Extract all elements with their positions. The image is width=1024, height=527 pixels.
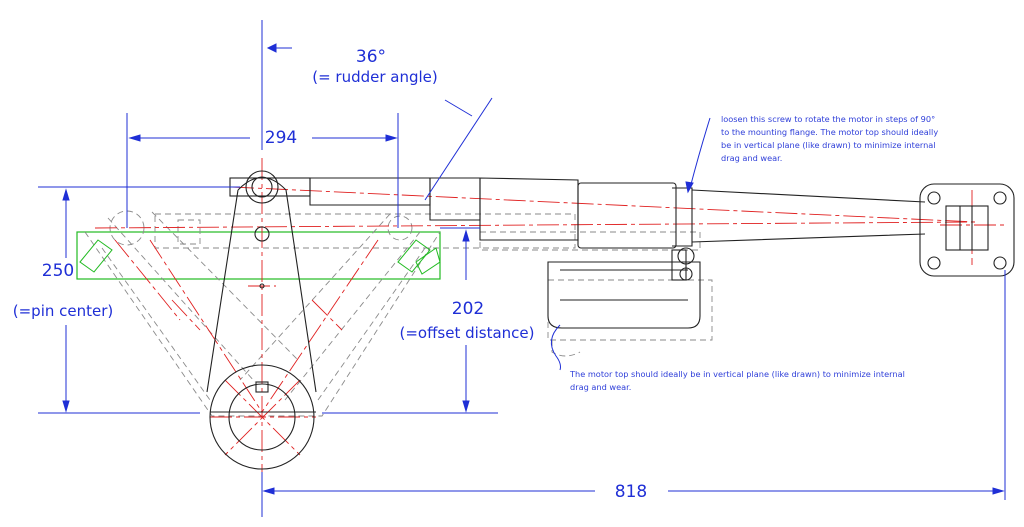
total-length-value: 818 <box>615 482 647 502</box>
centerlines <box>94 158 1005 472</box>
pin-note: (=pin center) <box>13 302 114 320</box>
bracket-clamps <box>79 239 441 275</box>
phantom-positions <box>84 210 713 417</box>
tiller-span-value: 294 <box>265 128 297 148</box>
angle-note: (= rudder angle) <box>312 68 438 86</box>
motor-note-line: The motor top should ideally be in verti… <box>569 369 905 379</box>
screw-note-line: drag and wear. <box>721 153 782 163</box>
linear-actuator <box>229 177 1015 329</box>
screw-note: loosen this screw to rotate the motor in… <box>721 114 938 163</box>
screw-note-line: loosen this screw to rotate the motor in… <box>721 114 935 124</box>
pin-height-value: 250 <box>42 261 74 281</box>
motor-note-line: drag and wear. <box>570 382 631 392</box>
screw-note-line: to the mounting flange. The motor top sh… <box>721 127 938 137</box>
tiller-arm <box>206 170 317 470</box>
offset-value: 202 <box>452 299 484 319</box>
dimension-lines <box>38 20 1006 517</box>
offset-note: (=offset distance) <box>399 324 534 342</box>
mounting-bracket <box>76 231 441 280</box>
motor-note: The motor top should ideally be in verti… <box>569 369 905 392</box>
angle-value: 36° <box>356 47 386 67</box>
screw-note-line: be in vertical plane (like drawn) to min… <box>721 140 936 150</box>
